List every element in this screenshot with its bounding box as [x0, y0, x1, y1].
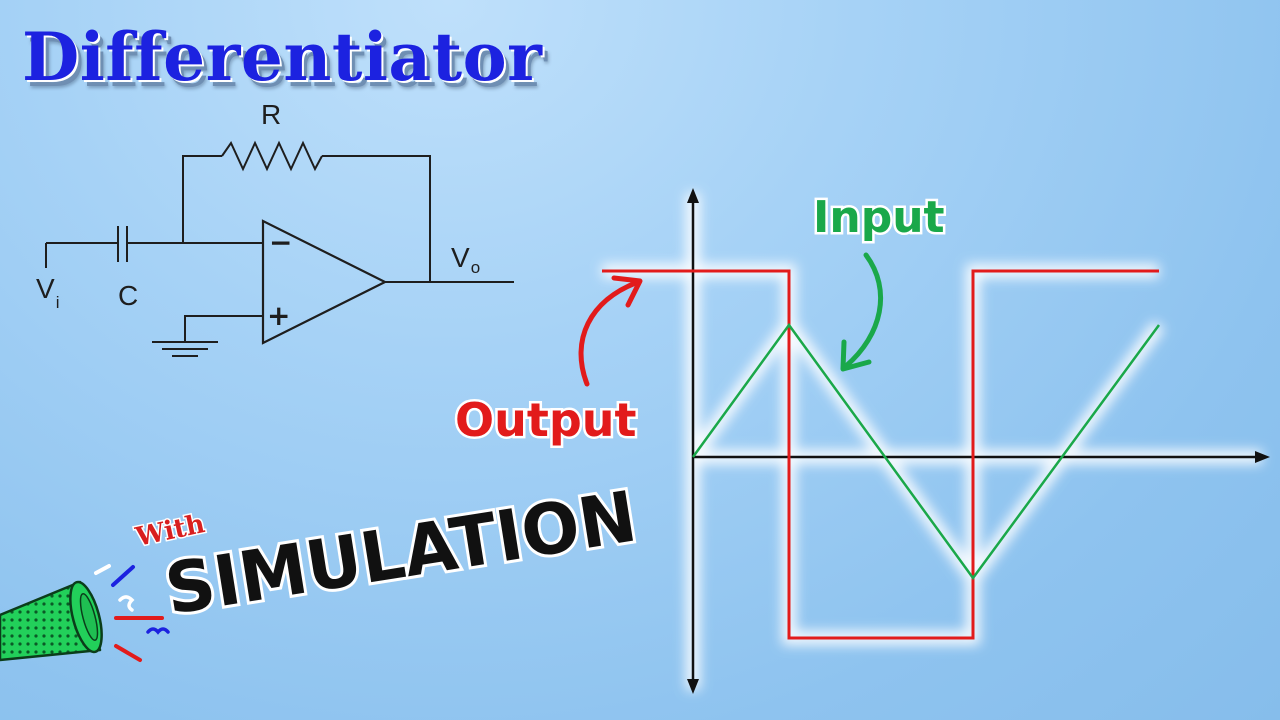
input-waveform	[691, 322, 1161, 581]
feedback-wire-right	[322, 155, 431, 282]
simulation-label: SIMULATION	[160, 475, 642, 630]
confetti-lines	[94, 564, 170, 662]
output-arrow	[578, 279, 641, 387]
resistor-label: R	[261, 99, 281, 130]
circuit-labels: R C Vi Vo − +	[36, 99, 480, 332]
input-arrowhead	[840, 339, 872, 372]
waveform-plot	[602, 188, 1270, 694]
input-voltage-label: Vi	[36, 273, 59, 312]
ground-wire	[184, 315, 263, 342]
inverting-input-sign: −	[269, 226, 292, 259]
x-axis-arrow	[1255, 451, 1270, 463]
op-amp	[261, 219, 388, 345]
circuit-diagram	[45, 140, 514, 357]
input-arrow	[843, 252, 883, 369]
y-axis-arrow-bottom	[687, 679, 699, 694]
input-annotation: Input	[811, 190, 947, 372]
input-label: Input	[813, 192, 945, 243]
capacitor-label: C	[118, 280, 138, 311]
noninverting-input-sign: +	[267, 299, 290, 332]
feedback-wire-left	[182, 155, 222, 243]
output-voltage-subscript: o	[471, 258, 480, 277]
input-voltage-subscript: i	[56, 293, 60, 312]
output-annotation: Output	[453, 275, 643, 450]
simulation-badge: With SIMULATION	[0, 472, 645, 662]
output-waveform	[602, 269, 1159, 640]
plot-axes	[687, 188, 1270, 694]
page-title: Differentiator	[22, 18, 543, 96]
resistor	[221, 140, 323, 172]
output-label: Output	[455, 393, 637, 447]
output-arrowhead	[611, 275, 643, 308]
megaphone-icon	[0, 580, 103, 662]
output-voltage-label: Vo	[451, 242, 480, 277]
y-axis-arrow-top	[687, 188, 699, 203]
